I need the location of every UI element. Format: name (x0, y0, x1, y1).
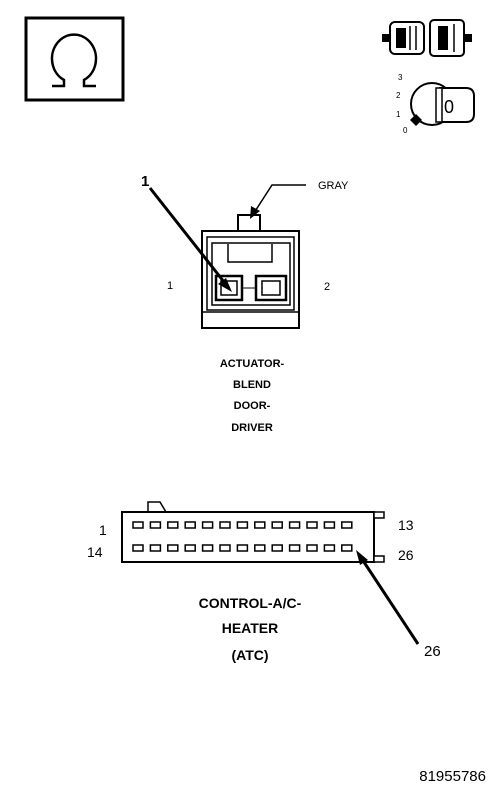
atc-cavity (219, 521, 231, 529)
atc-name-line-2: HEATER (222, 620, 279, 636)
atc-cavity (149, 521, 162, 529)
ohm-symbol-icon (24, 16, 125, 102)
callout-26-arrow (358, 555, 420, 645)
atc-cavity (132, 521, 144, 529)
atc-cavity (201, 544, 214, 552)
gray-wire-label: GRAY (318, 180, 349, 192)
figure-number: 81955786 (419, 768, 486, 785)
atc-cavity (149, 544, 162, 552)
atc-cavity (306, 544, 318, 552)
disconnected-connector-icon (382, 19, 472, 57)
atc-cavity (184, 544, 196, 552)
atc-cavity (271, 544, 283, 552)
atc-pin-label-14: 14 (87, 544, 103, 560)
atc-pin-label-26: 26 (398, 547, 414, 563)
actuator-name-line-2: BLEND (233, 379, 271, 391)
atc-cavity-grid (132, 521, 353, 552)
pin-label-1: 1 (167, 280, 173, 292)
callout-1-label: 1 (141, 173, 149, 190)
cavity-2 (254, 274, 288, 302)
atc-cavity (167, 521, 179, 529)
gray-wire-leader (251, 184, 306, 217)
atc-cavity (288, 544, 301, 552)
callout-26-label: 26 (424, 643, 441, 660)
ignition-key-icon: 3 2 1 0 0 (396, 73, 475, 135)
atc-cavity (271, 521, 283, 529)
actuator-name-line-4: DRIVER (231, 422, 273, 434)
ignition-position-2: 2 (396, 91, 401, 100)
atc-name-line-1: CONTROL-A/C- (199, 595, 302, 611)
atc-cavity (254, 521, 266, 529)
atc-cavity (341, 521, 353, 529)
atc-cavity (306, 521, 318, 529)
atc-cavity (132, 544, 144, 552)
atc-cavity (236, 521, 249, 529)
atc-cavity (254, 544, 266, 552)
atc-cavity (201, 521, 214, 529)
atc-cavity (323, 521, 336, 529)
atc-pin-label-13: 13 (398, 517, 414, 533)
atc-name-line-3: (ATC) (231, 647, 268, 663)
ignition-position-0: 0 (403, 126, 408, 135)
ignition-key-label: 0 (444, 97, 454, 117)
blend-door-actuator-connector (201, 214, 300, 329)
atc-cavity (341, 544, 353, 552)
actuator-name-line-1: ACTUATOR- (220, 358, 285, 370)
ignition-position-3: 3 (398, 73, 403, 82)
actuator-name-line-3: DOOR- (234, 400, 271, 412)
atc-cavity (323, 544, 336, 552)
atc-control-connector (121, 501, 385, 563)
atc-pin-label-1: 1 (99, 522, 107, 538)
callout-1-arrow (148, 187, 230, 288)
ignition-position-1: 1 (396, 110, 401, 119)
atc-cavity (167, 544, 179, 552)
atc-cavity (236, 544, 249, 552)
atc-cavity (288, 521, 301, 529)
atc-cavity (219, 544, 231, 552)
pin-label-2: 2 (324, 281, 330, 293)
atc-cavity (184, 521, 196, 529)
